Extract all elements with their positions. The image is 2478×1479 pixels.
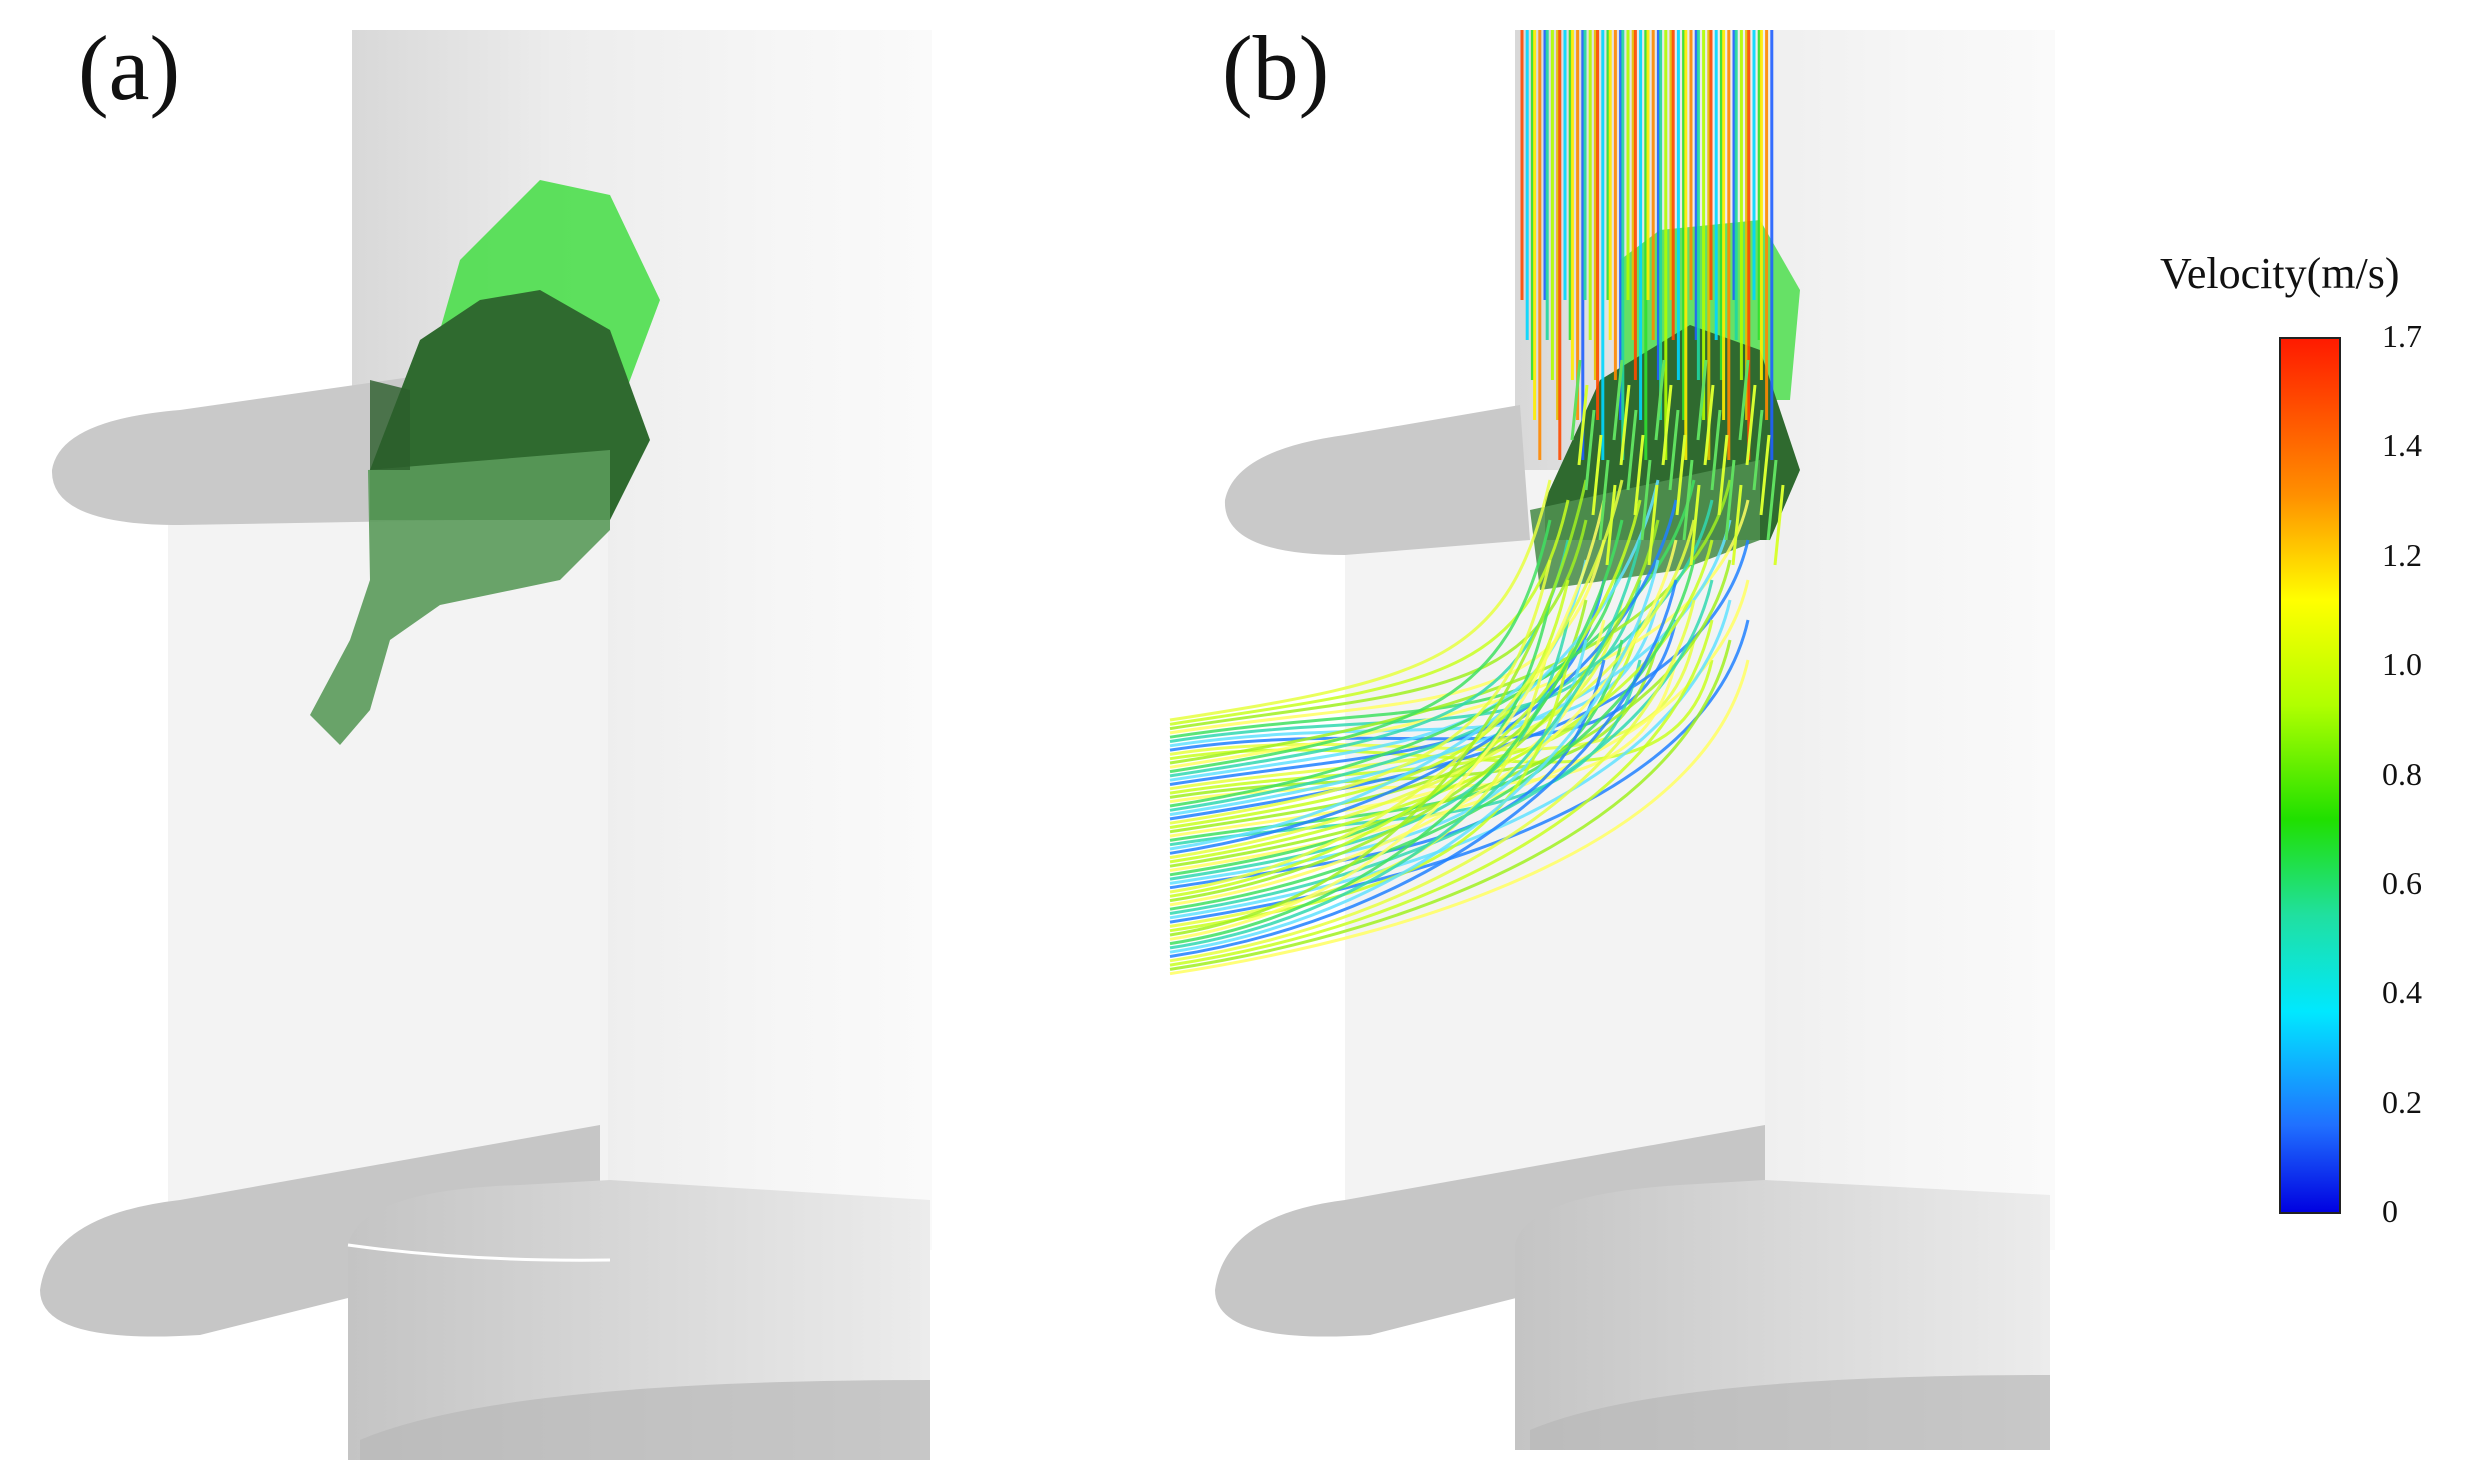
streamline-short: [1654, 359, 1666, 441]
streamline-curved: [1169, 639, 1732, 971]
streamline-short: [1689, 484, 1701, 566]
streamline-short: [1745, 384, 1757, 466]
upper-blade-shadow: [51, 370, 470, 525]
streamline-curved: [1169, 479, 1660, 851]
streamline-curved: [1169, 659, 1750, 976]
streamline-curved: [1169, 579, 1678, 958]
colorbar-title: Velocity(m/s): [2160, 249, 2400, 298]
hub-edge: [347, 1243, 611, 1262]
streamline-curved: [1169, 499, 1714, 812]
hub-base-shadow-b: [1530, 1375, 2050, 1450]
upper-blade-shadow-b: [1224, 405, 1530, 555]
volume-lower-tail: [310, 450, 610, 745]
streamline-short: [1605, 484, 1617, 566]
streamline-curved: [1169, 479, 1588, 937]
streamline-curved: [1169, 519, 1588, 731]
streamline-short: [1570, 359, 1582, 441]
streamline-short: [1591, 434, 1603, 516]
streamline-short: [1738, 359, 1750, 441]
streamline-curved: [1169, 579, 1642, 743]
streamline-short: [1710, 409, 1722, 491]
streamline-curved: [1169, 559, 1732, 868]
streamline-curved: [1169, 559, 1660, 954]
streamline-curved: [1169, 579, 1606, 786]
streamline-short: [1612, 359, 1624, 441]
streamline-curved: [1169, 539, 1642, 950]
streamline-short: [1577, 384, 1589, 466]
panel-a-label: (a): [78, 17, 181, 119]
streamline-curved: [1169, 619, 1642, 795]
streamline-short: [1682, 459, 1694, 541]
colorbar-tick-label: 0.2: [2382, 1083, 2422, 1120]
lower-blade-shadow: [40, 1125, 600, 1337]
streamline-short: [1766, 459, 1778, 541]
streamline-curved: [1169, 539, 1750, 821]
streamline-short: [1619, 384, 1631, 466]
streamline-curved: [1169, 599, 1696, 963]
colorbar-tick-label: 0.6: [2382, 864, 2422, 901]
streamline-curved: [1169, 599, 1732, 920]
colorbar-tick-label: 1.4: [2382, 427, 2422, 464]
streamline-curved: [1169, 559, 1624, 739]
streamline-short: [1696, 359, 1708, 441]
streamline-short: [1668, 409, 1680, 491]
streamline-curved: [1169, 539, 1714, 864]
streamline-curved: [1169, 619, 1714, 967]
streamline-short: [1717, 434, 1729, 516]
streamline-curved: [1169, 579, 1714, 915]
streamline-short: [1731, 484, 1743, 566]
streamline-short: [1675, 434, 1687, 516]
streamline-short: [1598, 459, 1610, 541]
streamline-curved: [1169, 519, 1624, 946]
streamline-short: [1584, 409, 1596, 491]
streamline-short: [1626, 409, 1638, 491]
streamline-curved: [1169, 599, 1552, 877]
streamline-curved: [1169, 479, 1696, 808]
streamline-curved: [1169, 519, 1552, 774]
colorbar-tick-label: 0: [2382, 1193, 2398, 1229]
colorbar-scale: [2279, 337, 2341, 1214]
streamline-short: [1633, 434, 1645, 516]
streamline-short: [1773, 484, 1785, 566]
streamline-curved: [1169, 479, 1552, 722]
streamline-short: [1703, 384, 1715, 466]
colorbar-tick-label: 1.0: [2382, 646, 2422, 683]
streamline-curved: [1169, 559, 1552, 825]
colorbar-tick-label: 1.2: [2382, 536, 2422, 573]
streamline-short: [1759, 434, 1771, 516]
streamline-curved: [1169, 579, 1750, 872]
colorbar-tick-label: 0.4: [2382, 974, 2422, 1011]
streamline-curved: [1169, 499, 1678, 855]
panel-a-diagram: [40, 30, 932, 1460]
panel-b-label: (b): [1222, 17, 1330, 119]
panel-b-diagram: [1169, 30, 2055, 1450]
streamline-curved: [1169, 499, 1606, 941]
streamline-curved: [1169, 479, 1624, 894]
streamline-short: [1640, 459, 1652, 541]
streamline-short: [1661, 384, 1673, 466]
hub-base-shadow: [360, 1380, 930, 1460]
streamline-short: [1724, 459, 1736, 541]
streamline-short: [1647, 484, 1659, 566]
colorbar-tick-label: 1.7: [2382, 318, 2422, 354]
streamline-curved: [1169, 499, 1750, 769]
volume-side: [370, 380, 410, 470]
streamline-curved: [1169, 539, 1606, 735]
streamline-short: [1752, 409, 1764, 491]
streamline-curved: [1169, 539, 1678, 907]
colorbar-tick-label: 0.8: [2382, 755, 2422, 792]
velocity-streamlines: [1169, 30, 1785, 976]
lower-blade-shadow-b: [1215, 1125, 1765, 1337]
